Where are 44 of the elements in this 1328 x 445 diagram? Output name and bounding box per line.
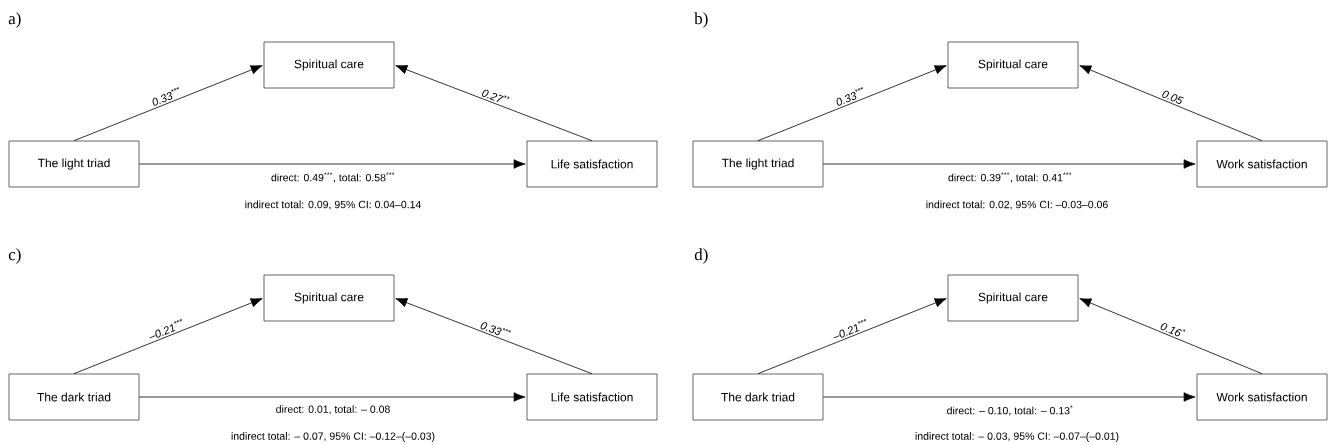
arrow (1079, 298, 1263, 375)
variable-box: Spiritual care (263, 41, 395, 89)
variable-box: Spiritual care (947, 41, 1079, 89)
arrow (1079, 65, 1263, 142)
variable-box: Work satisfaction (1196, 373, 1328, 421)
edge-label: direct: – 0.10, total: – 0.13$^{*}$ (947, 405, 1073, 416)
panel-letter: a) (8, 12, 21, 28)
variable-box: Work satisfaction (1196, 140, 1328, 188)
panel-letter: b) (694, 12, 708, 28)
edge-label: –0.21$^{***}$ (149, 318, 183, 339)
variable-box: Spiritual care (263, 274, 395, 322)
arrow (822, 159, 1196, 169)
panel-letter: d) (694, 248, 708, 264)
edge-label: 0.33$^{***}$ (480, 322, 511, 335)
edge-label: direct: 0.49$^{***}$, total: 0.58$^{***}$ (271, 172, 395, 183)
indirect-effect-note: indirect total: – 0.03, 95% CI: –0.07–(–0.01) (915, 432, 1119, 442)
arrow (822, 392, 1196, 402)
indirect-effect-note: indirect total: – 0.07, 95% CI: –0.12–(–0.03) (231, 432, 435, 442)
indirect-effect-note: indirect total: 0.02, 95% CI: –0.03–0.06 (926, 200, 1108, 210)
edge-label: 0.05 (1162, 90, 1184, 104)
edge-label: direct: 0.39$^{***}$, total: 0.41$^{***}$ (948, 172, 1072, 183)
arrow (73, 65, 263, 142)
variable-box: The dark triad (8, 373, 140, 421)
arrow (757, 298, 947, 375)
edge-label: 0.16$^{*}$ (1160, 323, 1186, 337)
panel-letter: c) (8, 248, 21, 264)
indirect-effect-note: indirect total: 0.09, 95% CI: 0.04–0.14 (245, 200, 421, 210)
arrow (138, 392, 526, 402)
arrow (138, 159, 526, 169)
arrow (395, 65, 593, 142)
variable-box: Life satisfaction (526, 140, 658, 188)
variable-box: The light triad (8, 140, 140, 188)
edge-label: 0.27$^{**}$ (482, 89, 510, 102)
edge-label: –0.21$^{***}$ (833, 318, 867, 339)
arrow (395, 298, 593, 375)
variable-box: The dark triad (692, 373, 824, 421)
edge-label: 0.33$^{***}$ (836, 86, 864, 106)
edge-label: direct: 0.01, total: – 0.08 (276, 405, 390, 415)
edge-label: 0.33$^{***}$ (152, 86, 180, 106)
variable-box: Spiritual care (947, 274, 1079, 322)
variable-box: Life satisfaction (526, 373, 658, 421)
arrow (73, 298, 263, 375)
variable-box: The light triad (692, 140, 824, 188)
arrow (757, 65, 947, 142)
